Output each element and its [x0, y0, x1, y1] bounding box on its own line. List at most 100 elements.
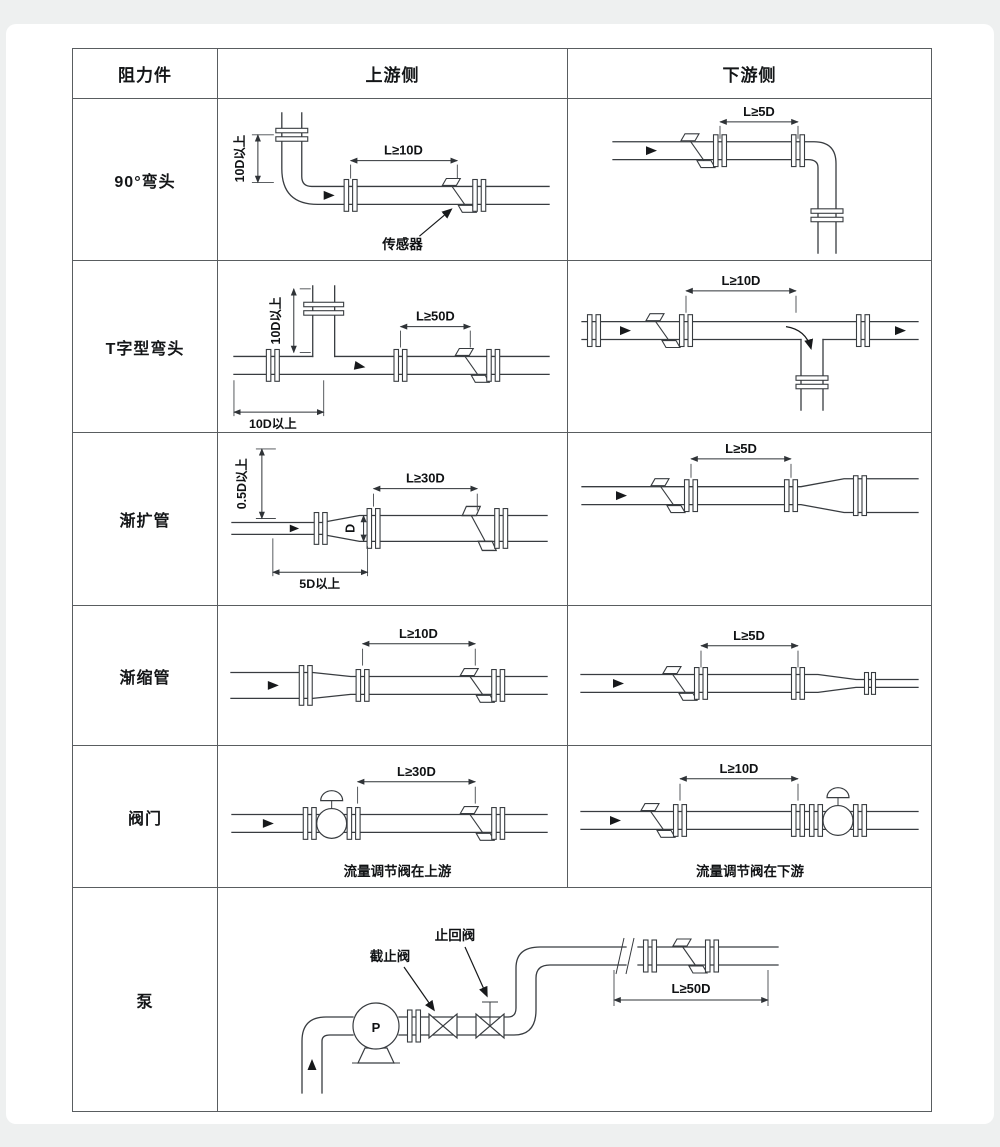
sensor-symbol [454, 347, 490, 383]
flange-symbol [693, 667, 709, 700]
row-label-valve: 阀门 [73, 746, 218, 888]
dimension-horizontal: L≥30D [356, 764, 477, 804]
pump-symbol: P [352, 1002, 400, 1064]
dimension-diameter: D [344, 514, 367, 543]
dimension-label: L≥10D [722, 273, 761, 288]
dimension-horizontal: L≥10D [361, 626, 477, 666]
flow-arrow [307, 1059, 317, 1070]
flange-symbol [494, 508, 509, 549]
control-valve-symbol [808, 787, 868, 837]
dimension-label: L≥50D [672, 981, 711, 996]
reducer-downstream-cell: L≥5D [568, 606, 931, 746]
tee-downstream-diagram: L≥10D [581, 273, 919, 411]
row-label-pump: 泵 [73, 888, 218, 1111]
elbow90-downstream-cell: L≥5D [568, 99, 931, 261]
row-label-text: T字型弯头 [105, 340, 185, 358]
flange-symbol [486, 348, 501, 382]
caption: 流量调节阀在下游 [696, 863, 804, 879]
flange-symbol [355, 668, 370, 702]
flange-symbol [852, 475, 868, 517]
elbow90-downstream-diagram: L≥5D [612, 104, 844, 254]
flange-symbol [275, 127, 309, 142]
installation-table: 阻力件 上游侧 下游侧 90°弯头 L≥10D [72, 48, 932, 1112]
dimension-horizontal: L≥5D [719, 104, 799, 139]
stop-valve-symbol [428, 1012, 458, 1040]
dimension-vertical: 10D以上 [268, 288, 311, 354]
sensor-symbol [645, 313, 681, 349]
flange-symbol [313, 511, 328, 545]
flange-symbol [366, 508, 381, 549]
flow-arrow [616, 491, 627, 501]
pipe [230, 671, 548, 699]
pump-cell: P 截止阀 止回阀 L≥5 [218, 888, 931, 1111]
sensor-symbol [650, 478, 686, 514]
flange-symbol [642, 939, 658, 973]
dimension-label: L≥50D [416, 309, 455, 324]
row-label-text: 阀门 [127, 810, 162, 828]
dimension-label: L≥10D [399, 626, 438, 641]
dimension-horizontal: L≥50D [399, 309, 472, 348]
dimension-label: D [344, 524, 358, 533]
flow-arrow [323, 190, 335, 200]
flow-arrow [646, 146, 657, 156]
page: 阻力件 上游侧 下游侧 90°弯头 L≥10D [6, 24, 994, 1124]
header-col3-label: 下游侧 [722, 66, 777, 85]
dimension-horizontal: L≥10D [685, 273, 797, 313]
pipe [301, 946, 779, 1094]
flange-symbol [790, 134, 806, 168]
dimension-horizontal: L≥50D [613, 970, 769, 1006]
flange-symbol [672, 804, 688, 837]
valve-upstream-diagram: L≥30D 流量调节阀在上游 [231, 764, 548, 879]
expander-upstream-cell: D L≥30D 0.5D以上 5D以上 [218, 433, 568, 606]
pump-diagram: P 截止阀 止回阀 L≥5 [301, 927, 779, 1094]
sensor-symbol [459, 668, 495, 703]
flange-symbol [343, 178, 358, 212]
control-valve-symbol [302, 790, 361, 840]
dimension-label: L≥30D [406, 471, 445, 486]
flow-arrow [267, 680, 279, 690]
check-valve-label: 止回阀 [435, 927, 476, 943]
pipe-break-marks [615, 937, 635, 975]
sensor-label: 传感器 [381, 236, 423, 252]
flange-symbol [810, 208, 844, 223]
flange-symbol [855, 314, 871, 348]
dimension-label: L≥10D [384, 143, 423, 158]
flange-symbol [790, 804, 806, 837]
flange-symbol [491, 668, 506, 702]
sensor-symbol [459, 806, 495, 841]
stop-valve-label: 截止阀 [370, 948, 411, 964]
expander-downstream-diagram: L≥5D [581, 441, 919, 517]
pipe [281, 112, 550, 205]
sensor-symbol [640, 803, 676, 838]
dimension-horizontal: L≥5D [690, 441, 792, 478]
flange-symbol [863, 671, 877, 695]
sensor-symbol [441, 177, 477, 213]
flange-symbol [303, 301, 345, 316]
flow-arrow [289, 524, 300, 533]
flow-arrow [613, 678, 624, 688]
flange-symbol [678, 314, 694, 348]
flow-arrow [262, 818, 274, 828]
dimension-label: 10D以上 [268, 296, 283, 344]
row-label-tee: T字型弯头 [73, 261, 218, 433]
header-downstream: 下游侧 [568, 49, 931, 99]
expander-downstream-cell: L≥5D [568, 433, 931, 606]
flow-arrow [620, 326, 631, 336]
check-valve-symbol [475, 1001, 505, 1040]
valve-downstream-cell: L≥10D 流量调节阀在下游 [568, 746, 931, 888]
elbow90-upstream-diagram: L≥10D 10D以上 传感器 [232, 112, 550, 252]
flange-symbol [298, 665, 313, 706]
valve-upstream-cell: L≥30D 流量调节阀在上游 [218, 746, 568, 888]
flange-symbol [586, 314, 602, 348]
header-col1-label: 阻力件 [118, 66, 172, 85]
pipe [612, 141, 837, 254]
pipe [580, 810, 919, 831]
flange-symbol [712, 134, 728, 168]
dimension-vertical: 10D以上 [232, 133, 274, 184]
pipe [231, 514, 548, 543]
header-resistance-component: 阻力件 [73, 49, 218, 99]
flange-symbol [683, 479, 699, 513]
flange-symbol [393, 348, 408, 382]
dimension-label: L≥10D [720, 761, 759, 776]
flange-symbol [265, 348, 280, 382]
